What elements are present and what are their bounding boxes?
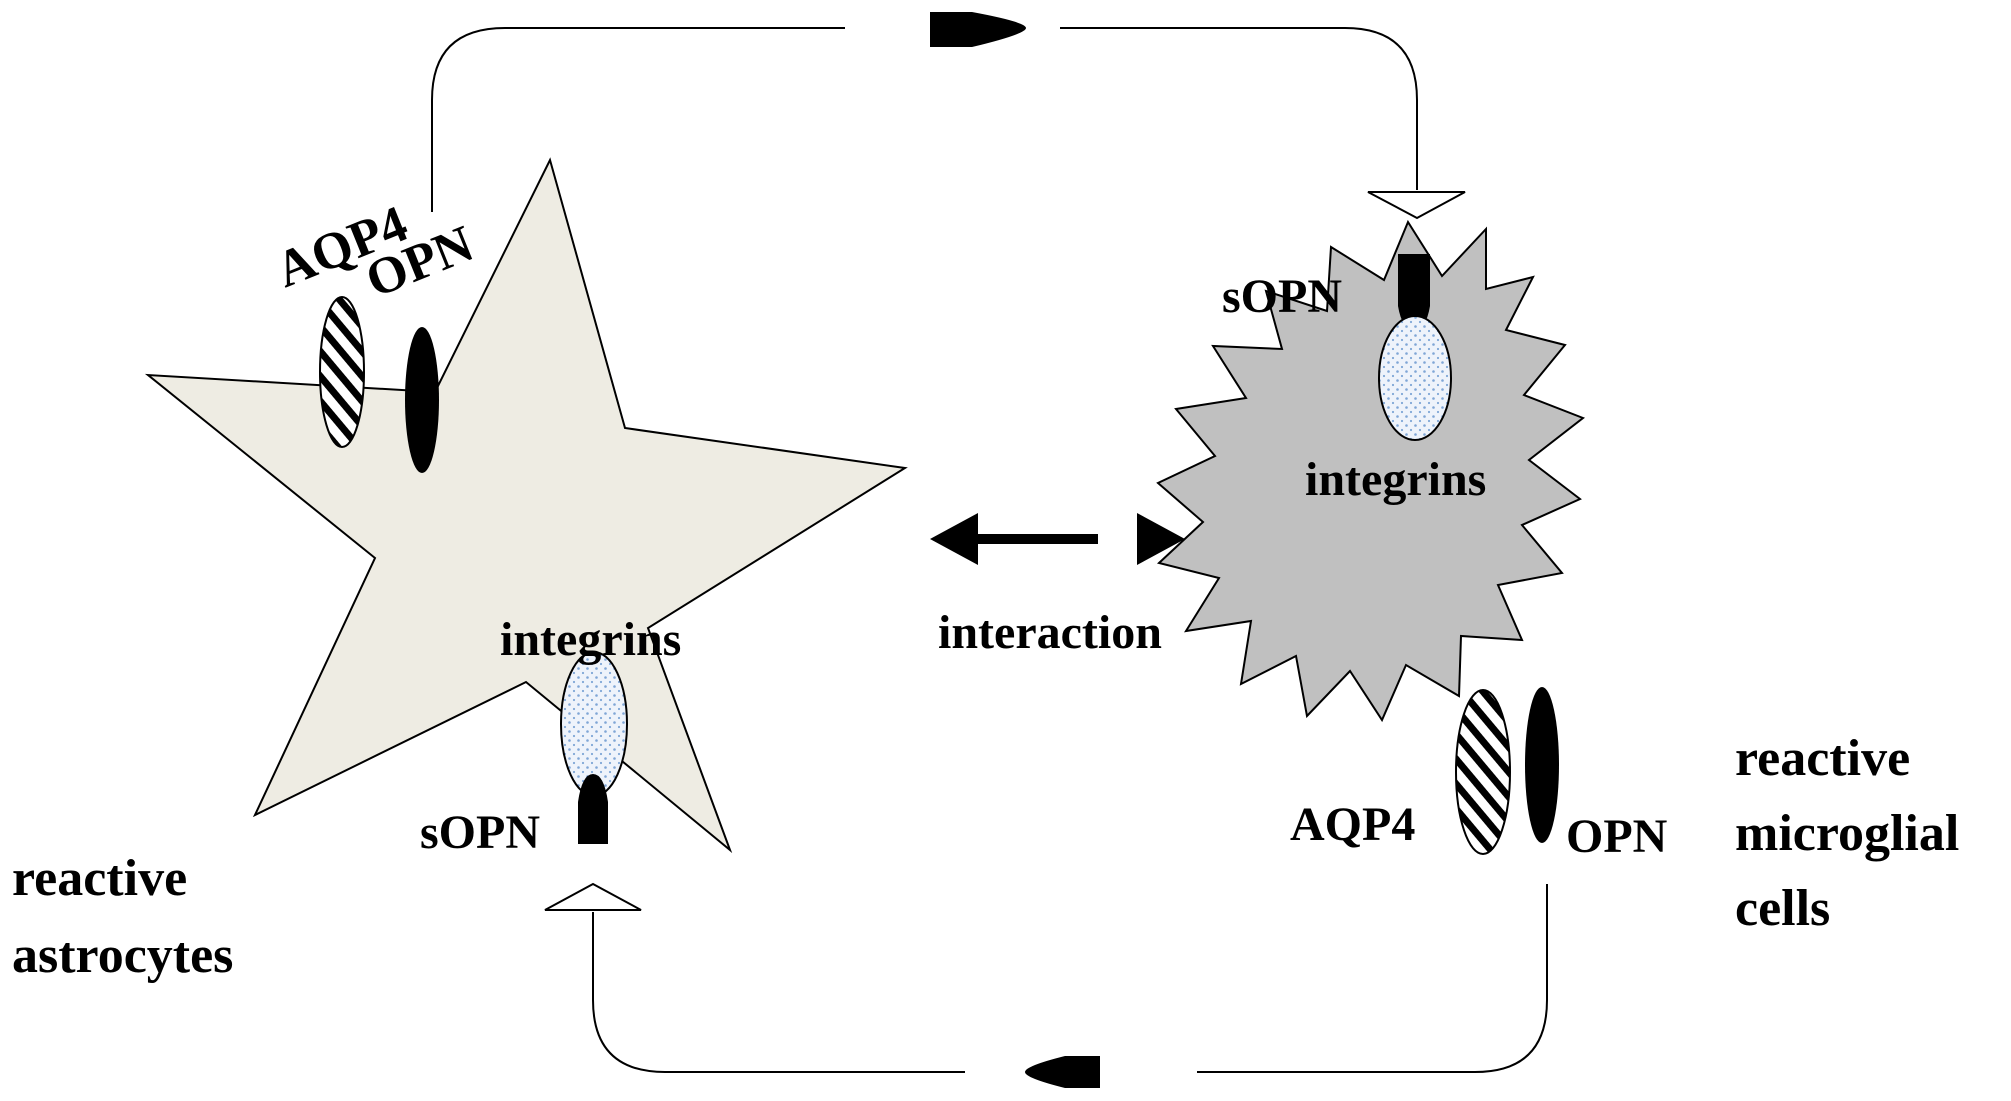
- astrocyte-cell: [144, 157, 908, 854]
- astro-aqp4-channel-icon: [319, 296, 365, 448]
- astro-cell-label-line2: astrocytes: [12, 927, 233, 984]
- top-flow-arrow-icon: [1367, 191, 1466, 220]
- top-sopn-bullet-icon: [930, 12, 1026, 47]
- astro-sopn-label: sOPN: [420, 806, 540, 859]
- micro-sopn-fragment-icon: [1398, 254, 1430, 330]
- astro-opn-protein-icon: [405, 327, 439, 473]
- bottom-flow-arrow-icon: [544, 882, 642, 911]
- micro-cell-label-line2: microglial: [1735, 805, 1959, 862]
- astro-cell-label-line1: reactive: [12, 850, 187, 907]
- micro-aqp4-label: AQP4: [1290, 798, 1415, 851]
- astro-sopn-fragment-icon: [578, 774, 608, 844]
- micro-opn-protein-icon: [1525, 687, 1559, 843]
- bottom-sopn-bullet-icon: [1025, 1056, 1100, 1088]
- micro-cell-label-line1: reactive: [1735, 730, 1910, 787]
- interaction-arrow-icon: [930, 513, 1185, 565]
- top-connector-line-left: [431, 27, 845, 212]
- micro-cell-label-line3: cells: [1735, 880, 1830, 937]
- top-connector-line-right: [1060, 27, 1418, 190]
- interaction-label: interaction: [938, 606, 1162, 659]
- micro-integrins-label: integrins: [1305, 453, 1486, 506]
- micro-integrin-receptor-icon: [1378, 315, 1452, 441]
- astro-integrins-label: integrins: [500, 613, 681, 666]
- micro-aqp4-channel-icon: [1455, 689, 1511, 855]
- bottom-connector-line-left: [592, 912, 965, 1073]
- micro-opn-label: OPN: [1566, 810, 1668, 863]
- bottom-connector-line-right: [1197, 884, 1548, 1073]
- microglia-cell: [1156, 219, 1586, 723]
- micro-sopn-label: sOPN: [1222, 270, 1342, 323]
